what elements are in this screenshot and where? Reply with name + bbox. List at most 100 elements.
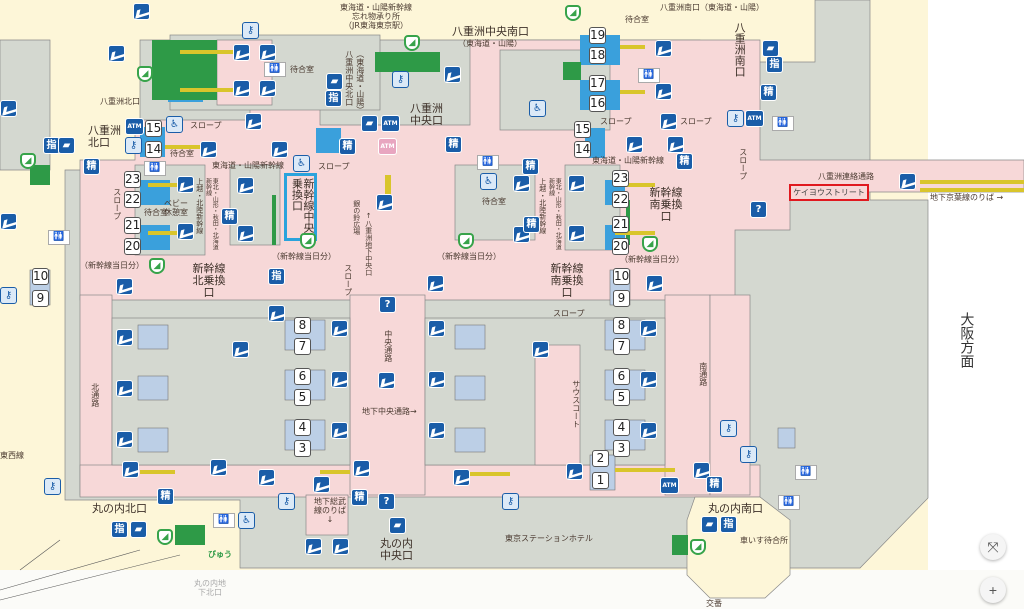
escalator-icon[interactable] <box>108 45 125 62</box>
escalator-icon[interactable] <box>331 371 348 388</box>
information-icon[interactable]: ? <box>379 296 396 313</box>
green-window-icon[interactable]: ◢ <box>149 258 165 274</box>
escalator-icon[interactable] <box>116 329 133 346</box>
locker-icon[interactable]: ⚷ <box>392 71 409 88</box>
green-window-icon[interactable]: ◢ <box>458 233 474 249</box>
escalator-icon[interactable] <box>693 462 710 479</box>
reserved-seat-ticket-icon[interactable]: 指 <box>720 516 737 533</box>
atm-icon[interactable]: ATM <box>660 477 679 494</box>
escalator-icon[interactable] <box>655 40 672 57</box>
locker-icon[interactable]: ⚷ <box>278 493 295 510</box>
green-window-icon[interactable]: ◢ <box>642 236 658 252</box>
escalator-icon[interactable] <box>258 469 275 486</box>
escalator-icon[interactable] <box>667 136 684 153</box>
ticket-machine-icon[interactable]: ▰ <box>58 137 75 154</box>
escalator-icon[interactable] <box>232 341 249 358</box>
escalator-icon[interactable] <box>259 80 276 97</box>
locker-icon[interactable]: ⚷ <box>727 110 744 127</box>
escalator-icon[interactable] <box>428 371 445 388</box>
escalator-icon[interactable] <box>313 476 330 493</box>
escalator-icon[interactable] <box>453 469 470 486</box>
information-icon[interactable]: ? <box>378 493 395 510</box>
escalator-icon[interactable] <box>532 341 549 358</box>
escalator-icon[interactable] <box>378 372 395 389</box>
escalator-icon[interactable] <box>237 177 254 194</box>
reserved-seat-ticket-icon[interactable]: 指 <box>325 90 342 107</box>
ticket-machine-icon[interactable]: ▰ <box>361 115 378 132</box>
escalator-icon[interactable] <box>0 213 17 230</box>
fit-view-button[interactable]: ⤧ <box>980 534 1006 560</box>
elevator-icon[interactable]: ♿ <box>293 155 310 172</box>
escalator-icon[interactable] <box>427 275 444 292</box>
locker-icon[interactable]: ⚷ <box>44 478 61 495</box>
escalator-icon[interactable] <box>116 431 133 448</box>
escalator-icon[interactable] <box>899 173 916 190</box>
escalator-icon[interactable] <box>233 80 250 97</box>
escalator-icon[interactable] <box>376 194 393 211</box>
green-window-icon[interactable]: ◢ <box>20 153 36 169</box>
atm-icon[interactable]: ATM <box>378 138 397 155</box>
green-window-icon[interactable]: ◢ <box>404 35 420 51</box>
escalator-icon[interactable] <box>568 225 585 242</box>
atm-icon[interactable]: ATM <box>381 115 400 132</box>
escalator-icon[interactable] <box>568 175 585 192</box>
escalator-icon[interactable] <box>210 459 227 476</box>
fare-adjustment-icon[interactable]: 精 <box>221 208 238 225</box>
escalator-icon[interactable] <box>305 538 322 555</box>
ticket-machine-icon[interactable]: ▰ <box>762 40 779 57</box>
green-window-icon[interactable]: ◢ <box>690 539 706 555</box>
escalator-icon[interactable] <box>646 275 663 292</box>
ticket-machine-icon[interactable]: ▰ <box>130 521 147 538</box>
escalator-icon[interactable] <box>271 141 288 158</box>
ticket-machine-icon[interactable]: ▰ <box>701 516 718 533</box>
escalator-icon[interactable] <box>177 176 194 193</box>
locker-icon[interactable]: ⚷ <box>502 493 519 510</box>
locker-icon[interactable]: ⚷ <box>0 287 17 304</box>
fare-adjustment-icon[interactable]: 精 <box>83 158 100 175</box>
fare-adjustment-icon[interactable]: 精 <box>351 489 368 506</box>
escalator-icon[interactable] <box>116 380 133 397</box>
zoom-in-button[interactable]: + <box>980 577 1006 603</box>
escalator-icon[interactable] <box>259 44 276 61</box>
green-window-icon[interactable]: ◢ <box>565 5 581 21</box>
escalator-icon[interactable] <box>332 538 349 555</box>
fare-adjustment-icon[interactable]: 精 <box>445 136 462 153</box>
green-window-icon[interactable]: ◢ <box>157 529 173 545</box>
locker-icon[interactable]: ⚷ <box>125 137 142 154</box>
fare-adjustment-icon[interactable]: 精 <box>676 153 693 170</box>
escalator-icon[interactable] <box>655 83 672 100</box>
ticket-machine-icon[interactable]: ▰ <box>326 73 343 90</box>
atm-icon[interactable]: ATM <box>125 118 144 135</box>
fare-adjustment-icon[interactable]: 精 <box>339 138 356 155</box>
reserved-seat-ticket-icon[interactable]: 指 <box>766 56 783 73</box>
keiyo-street-highlight[interactable]: ケイヨウストリート <box>789 184 869 201</box>
escalator-icon[interactable] <box>268 305 285 322</box>
ticket-machine-icon[interactable]: ▰ <box>389 517 406 534</box>
escalator-icon[interactable] <box>200 141 217 158</box>
escalator-icon[interactable] <box>237 225 254 242</box>
green-window-icon[interactable]: ◢ <box>137 66 153 82</box>
escalator-icon[interactable] <box>640 320 657 337</box>
escalator-icon[interactable] <box>245 113 262 130</box>
escalator-icon[interactable] <box>177 223 194 240</box>
escalator-icon[interactable] <box>331 320 348 337</box>
escalator-icon[interactable] <box>640 422 657 439</box>
fare-adjustment-icon[interactable]: 精 <box>706 476 723 493</box>
reserved-seat-ticket-icon[interactable]: 指 <box>268 268 285 285</box>
fare-adjustment-icon[interactable]: 精 <box>522 158 539 175</box>
information-icon[interactable]: ? <box>750 201 767 218</box>
escalator-icon[interactable] <box>331 422 348 439</box>
escalator-icon[interactable] <box>353 460 370 477</box>
escalator-icon[interactable] <box>0 100 17 117</box>
escalator-icon[interactable] <box>133 3 150 20</box>
escalator-icon[interactable] <box>122 461 139 478</box>
reserved-seat-ticket-icon[interactable]: 指 <box>111 521 128 538</box>
locker-icon[interactable]: ⚷ <box>720 420 737 437</box>
escalator-icon[interactable] <box>233 44 250 61</box>
escalator-icon[interactable] <box>116 278 133 295</box>
escalator-icon[interactable] <box>428 422 445 439</box>
escalator-icon[interactable] <box>640 371 657 388</box>
escalator-icon[interactable] <box>428 320 445 337</box>
fare-adjustment-icon[interactable]: 精 <box>760 84 777 101</box>
